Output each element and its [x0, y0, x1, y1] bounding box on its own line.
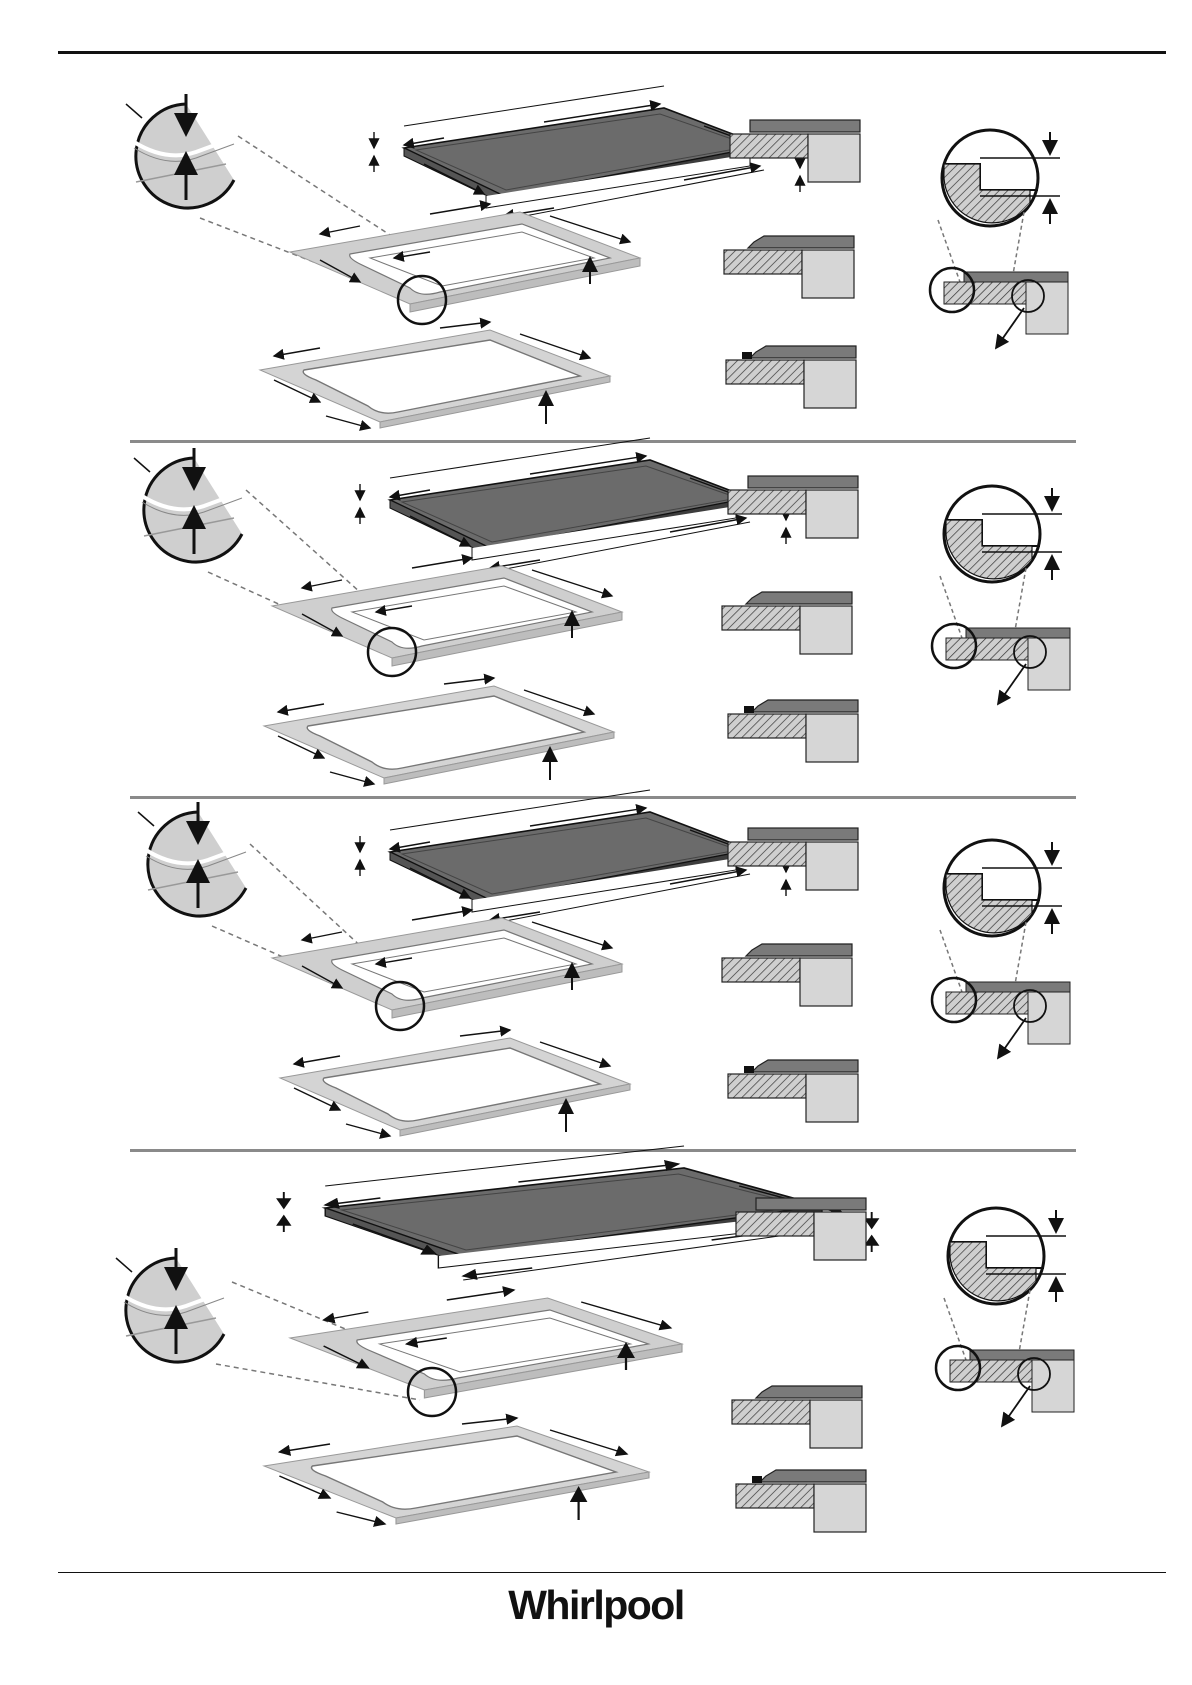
plain-frame-4 [264, 1418, 649, 1524]
right-detail-3 [932, 840, 1070, 1058]
profile-a-2 [728, 476, 858, 538]
profile-b-3 [722, 944, 852, 1006]
plain-frame-2 [264, 678, 614, 784]
detail-magnifier-1 [126, 94, 234, 208]
section-3 [138, 790, 1070, 1136]
section-1 [126, 86, 1068, 428]
profile-c-2 [728, 700, 858, 762]
profile-b-4 [732, 1386, 862, 1448]
section-4 [116, 1146, 1074, 1532]
profile-c-3 [728, 1060, 858, 1122]
plain-frame-3 [280, 1030, 630, 1136]
right-detail-4 [936, 1208, 1074, 1426]
detail-magnifier-3 [138, 802, 246, 916]
section-2 [134, 438, 1070, 784]
hob-top-2 [360, 438, 786, 572]
profile-c-4 [736, 1470, 866, 1532]
brand-logo: Whirlpool [0, 1582, 1192, 1629]
plain-frame-1 [260, 322, 610, 428]
cutout-frame-3 [272, 910, 622, 1018]
hob-top-3 [360, 790, 786, 924]
profile-c-1 [726, 346, 856, 408]
detail-magnifier-2 [134, 448, 242, 562]
profile-b-2 [722, 592, 852, 654]
profile-a-3 [728, 828, 858, 890]
cutout-frame-4 [290, 1290, 682, 1398]
right-detail-1 [930, 130, 1068, 348]
cutout-frame-2 [272, 558, 622, 666]
cutout-frame-1 [290, 204, 640, 312]
detail-magnifier-4 [116, 1248, 224, 1362]
profile-a-4 [736, 1198, 866, 1260]
right-detail-2 [932, 486, 1070, 704]
profile-b-1 [724, 236, 854, 298]
